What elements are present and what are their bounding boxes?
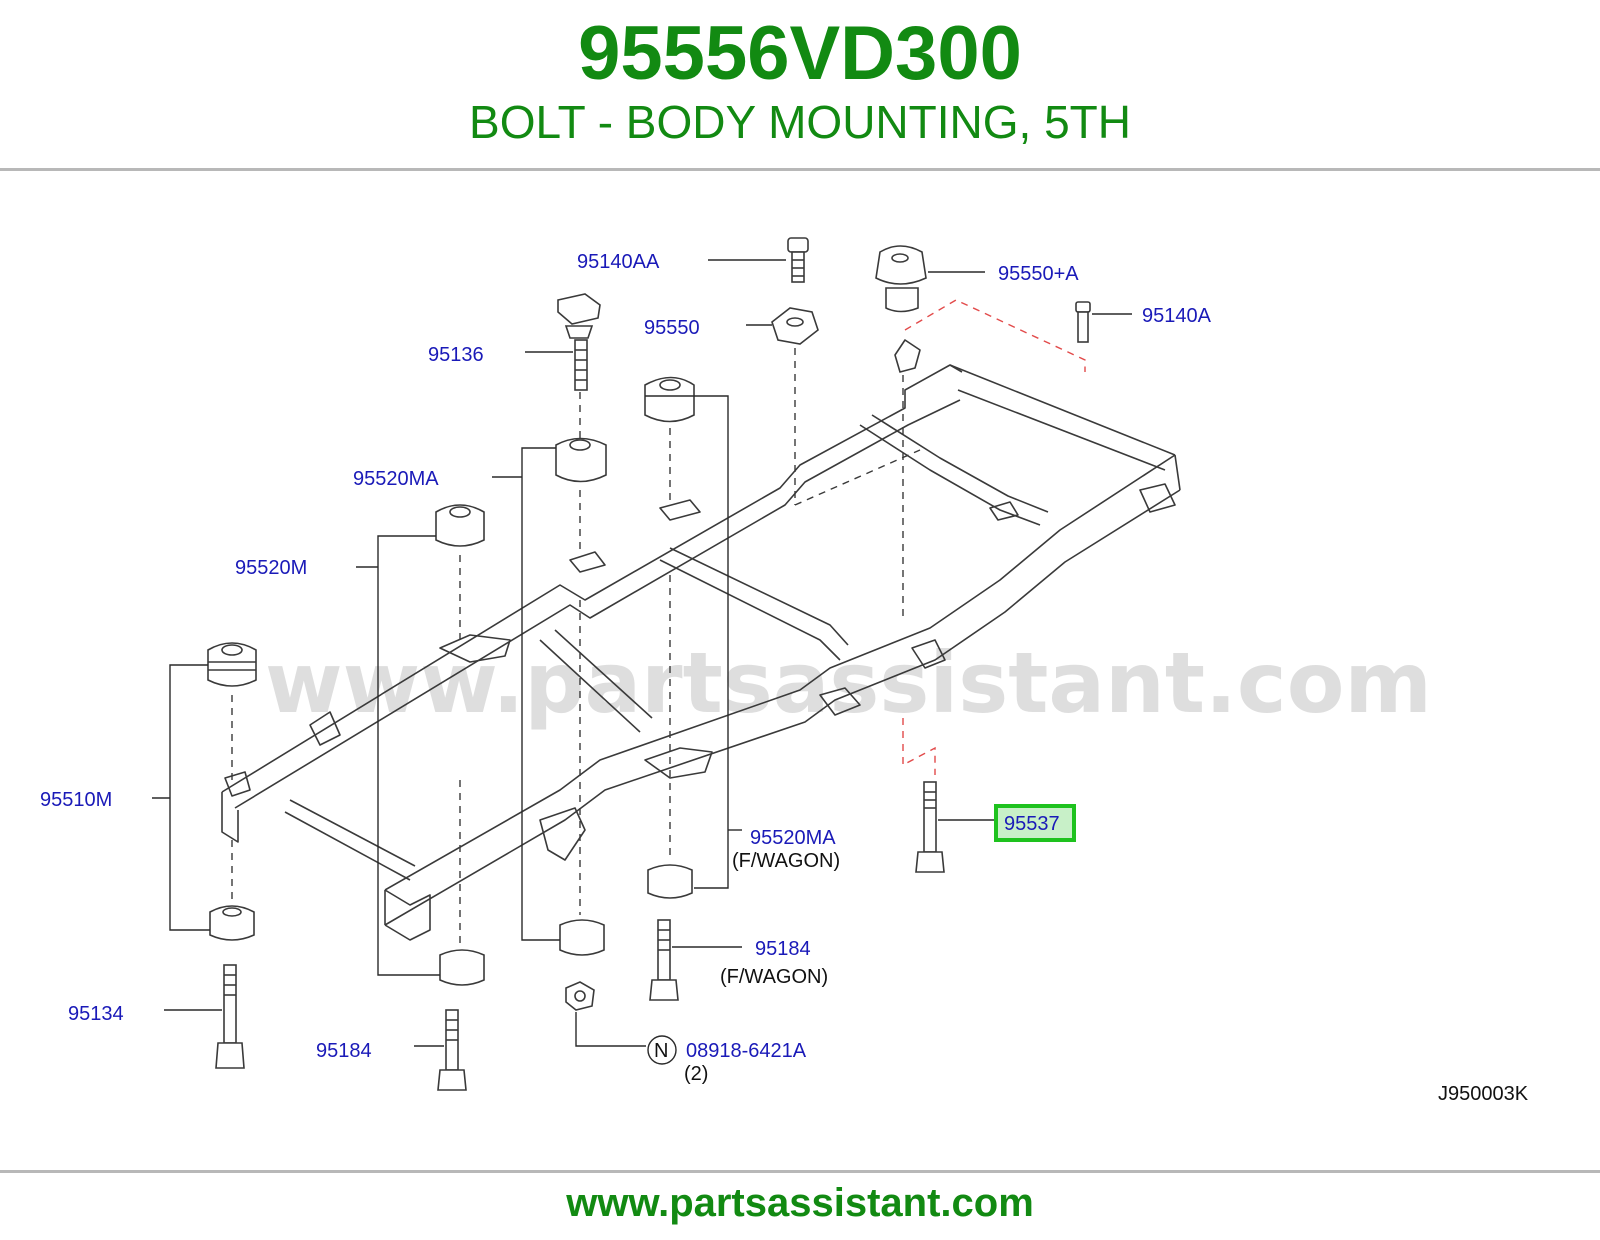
highlight-box-95537 bbox=[994, 804, 1076, 842]
cushion-95550-icon bbox=[771, 307, 819, 345]
bolt-95134-icon bbox=[215, 964, 245, 1069]
bolt-95140AA-icon bbox=[787, 237, 809, 283]
bolt-95140A-icon bbox=[1075, 301, 1091, 343]
label-08918-6421A[interactable]: 08918-6421A bbox=[686, 1040, 807, 1062]
n-symbol-circle bbox=[647, 1035, 677, 1065]
footer-divider bbox=[0, 1170, 1600, 1173]
cushion-lower-set-icon bbox=[439, 864, 693, 986]
mount-parts bbox=[207, 237, 1091, 1091]
watermark-text: www.partsassistant.com bbox=[265, 634, 1432, 732]
part-description: BOLT - BODY MOUNTING, 5TH bbox=[469, 96, 1131, 148]
n-symbol-letter: N bbox=[654, 1040, 668, 1062]
label-95537[interactable]: 95537 bbox=[1004, 813, 1060, 835]
label-quantity: (2) bbox=[684, 1063, 708, 1085]
label-95184-right[interactable]: 95184 bbox=[755, 938, 811, 960]
label-95520M[interactable]: 95520M bbox=[235, 557, 307, 579]
alignment-lines bbox=[231, 348, 921, 945]
bolt-95136-icon bbox=[557, 293, 601, 391]
label-95140A[interactable]: 95140A bbox=[1142, 305, 1212, 327]
red-dashed-lines bbox=[902, 299, 1086, 775]
label-95550A[interactable]: 95550+A bbox=[998, 263, 1079, 285]
label-95550[interactable]: 95550 bbox=[644, 317, 700, 339]
label-95140AA[interactable]: 95140AA bbox=[577, 251, 660, 273]
leader-lines bbox=[152, 259, 1132, 1047]
label-95134[interactable]: 95134 bbox=[68, 1003, 124, 1025]
bolt-95537-icon bbox=[915, 781, 945, 873]
part-number-title: 95556VD300 bbox=[578, 11, 1022, 96]
header-divider bbox=[0, 168, 1600, 171]
bolt-95184-right-icon bbox=[649, 919, 679, 1001]
nut-08918-icon bbox=[565, 981, 595, 1011]
chassis-frame bbox=[221, 339, 1181, 941]
cushion-95510M-upper-icon bbox=[207, 642, 257, 687]
label-fwagon-2: (F/WAGON) bbox=[720, 966, 828, 988]
label-95520MA-top[interactable]: 95520MA bbox=[353, 468, 439, 490]
label-95520MA-bottom[interactable]: 95520MA bbox=[750, 827, 836, 849]
label-95184-left[interactable]: 95184 bbox=[316, 1040, 372, 1062]
footer-url[interactable]: www.partsassistant.com bbox=[566, 1181, 1034, 1225]
cushion-95520MA-top-icon bbox=[644, 376, 695, 423]
bolt-95184-left-icon bbox=[437, 1009, 467, 1091]
label-fwagon-1: (F/WAGON) bbox=[732, 850, 840, 872]
cushion-95510M-lower-icon bbox=[209, 905, 255, 941]
cushion-95520MA-mid-icon bbox=[555, 437, 607, 483]
label-95136[interactable]: 95136 bbox=[428, 344, 484, 366]
cushion-95520M-icon bbox=[435, 504, 485, 547]
diagram-code: J950003K bbox=[1438, 1083, 1529, 1105]
label-95510M[interactable]: 95510M bbox=[40, 789, 112, 811]
cushion-95550A-icon bbox=[875, 245, 927, 313]
